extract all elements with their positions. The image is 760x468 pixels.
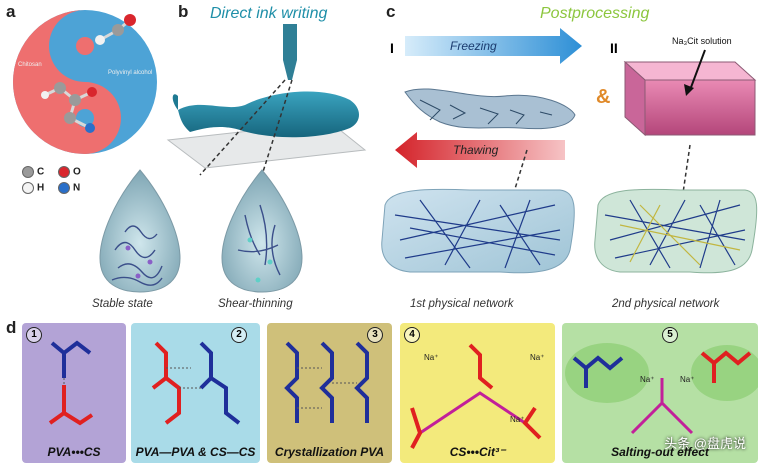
caption-shear-thinning: Shear-thinning — [218, 298, 293, 310]
panel-caption-1: PVA•••CS — [47, 445, 101, 459]
sodium-ion-1: Na⁺ — [424, 353, 439, 362]
freezing-label: Freezing — [450, 39, 497, 53]
molecule-atoms — [41, 14, 136, 133]
chitosan-label: Chitosan — [18, 62, 42, 68]
bond-panel-1: 1 PVA•••CS — [22, 323, 126, 463]
legend-carbon: C — [22, 166, 44, 178]
yin-yang-circle — [13, 10, 157, 154]
title-direct-ink-writing: Direct ink writing — [210, 5, 328, 22]
bond-panel-2: 2 PVA—PVA & CS—CS — [131, 323, 260, 463]
thawing-label: Thawing — [453, 143, 499, 157]
panel-label-a: a — [6, 2, 16, 21]
title-postprocessing: Postprocessing — [540, 5, 650, 22]
bond-diagram-1 — [48, 340, 94, 426]
panel-label-c: c — [386, 2, 396, 21]
caption-second-network: 2nd physical network — [612, 298, 720, 310]
nitrogen-icon — [58, 182, 70, 194]
panel-number-1: 1 — [26, 327, 42, 343]
stable-state-drop — [99, 169, 181, 293]
second-physical-network — [594, 188, 758, 274]
legend-oxygen: O — [58, 166, 81, 178]
sodium-ion-5: Na⁺ — [680, 375, 695, 384]
zoom-line-left — [199, 79, 286, 176]
step-I: I — [390, 40, 394, 56]
diagram-canvas — [13, 10, 758, 293]
zoom-line-c2 — [681, 144, 691, 201]
panel-caption-5: Salting-out effect — [611, 445, 709, 459]
solution-label: Na₃Cit solution — [672, 36, 732, 46]
bond-panel-3: 3 Crystallization PVA — [267, 323, 392, 463]
bond-diagram-4 — [410, 343, 542, 449]
panel-label-b: b — [178, 2, 189, 21]
step-II: II — [610, 40, 618, 56]
bond-diagram-5 — [565, 343, 758, 435]
ampersand: & — [596, 86, 611, 108]
caption-first-network: 1st physical network — [410, 298, 514, 310]
panel-number-4: 4 — [404, 327, 420, 343]
oxygen-icon — [58, 166, 70, 178]
frozen-whale — [404, 88, 576, 130]
panel-caption-3: Crystallization PVA — [274, 445, 385, 459]
sodium-ion-3: Na⁺ — [510, 415, 525, 424]
zoom-line-c1 — [509, 149, 528, 206]
citrate-solution-box — [623, 60, 757, 137]
bond-panel-4: 4 Na⁺ Na⁺ Na⁺ CS•••Cit³⁻ — [400, 323, 555, 463]
sodium-ion-4: Na⁺ — [640, 375, 655, 384]
first-physical-network — [381, 188, 575, 274]
thawing-arrow — [395, 132, 565, 168]
carbon-icon — [22, 166, 34, 178]
legend-nitrogen: N — [58, 182, 80, 194]
panel-caption-2: PVA—PVA & CS—CS — [135, 445, 256, 459]
panel-label-d: d — [6, 318, 17, 337]
legend-hydrogen: H — [22, 182, 44, 194]
panel-caption-4: CS•••Cit³⁻ — [449, 445, 506, 459]
watermark: 头条 @盘虎说 — [664, 436, 746, 451]
bond-diagram-3 — [284, 341, 369, 423]
nozzle — [283, 24, 297, 80]
whale-model — [172, 91, 359, 138]
hydrogen-icon — [22, 182, 34, 194]
bond-diagram-2 — [151, 341, 241, 425]
sodium-ion-2: Na⁺ — [530, 353, 545, 362]
freezing-arrow — [405, 28, 582, 64]
panel-number-2: 2 — [231, 327, 247, 343]
panel-number-3: 3 — [367, 327, 383, 343]
shear-thinning-drop — [221, 169, 303, 293]
polyvinyl-alcohol-label: Polyvinyl alcohol — [108, 70, 153, 76]
panel-number-5: 5 — [662, 327, 678, 343]
solution-pointer — [689, 49, 706, 91]
caption-stable-state: Stable state — [92, 298, 153, 310]
zoom-line-right — [261, 79, 293, 176]
bond-panel-5: 5 Na⁺ Na⁺ Salting-out effect — [562, 323, 758, 463]
